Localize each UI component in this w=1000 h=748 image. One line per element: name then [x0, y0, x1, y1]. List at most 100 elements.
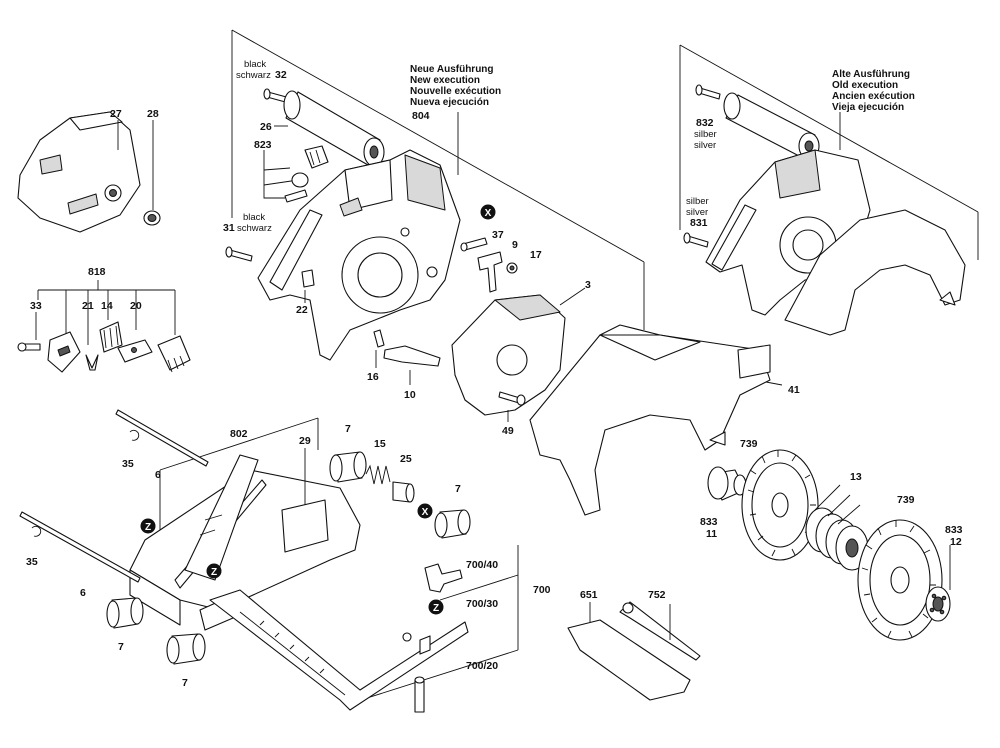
part-labels: black schwarz 32 26 823 black schwarz 31… — [26, 59, 963, 689]
part-700-40-knob — [424, 563, 463, 593]
svg-text:739: 739 — [897, 494, 915, 506]
svg-text:739: 739 — [740, 438, 758, 450]
svg-text:25: 25 — [400, 453, 412, 465]
svg-text:10: 10 — [404, 389, 416, 401]
svg-text:12: 12 — [950, 536, 962, 548]
svg-text:Vieja ejecución: Vieja ejecución — [832, 102, 904, 113]
svg-text:17: 17 — [530, 249, 542, 261]
part-752-key — [619, 601, 701, 661]
part-26-tube — [274, 90, 385, 167]
svg-text:Old execution: Old execution — [832, 80, 898, 91]
part-37-pin — [460, 237, 488, 252]
svg-text:silber: silber — [686, 196, 709, 207]
kit-818 — [17, 280, 191, 373]
part-15-spring — [365, 464, 391, 485]
heading-new-execution: Neue Ausführung New execution Nouvelle e… — [410, 64, 501, 108]
part-25-sleeve — [392, 481, 415, 503]
old-execution-frame — [679, 44, 979, 260]
part-7b-roller — [434, 509, 471, 539]
badge-x1: X — [480, 204, 496, 220]
svg-text:818: 818 — [88, 266, 106, 278]
svg-text:28: 28 — [147, 108, 159, 120]
svg-text:804: 804 — [412, 110, 430, 122]
svg-text:schwarz: schwarz — [236, 70, 271, 81]
svg-text:3: 3 — [585, 279, 591, 291]
part-22-pin — [301, 269, 315, 303]
rail-frame — [344, 545, 519, 706]
svg-text:schwarz: schwarz — [237, 223, 272, 234]
part-28-knob — [143, 120, 161, 226]
svg-text:7: 7 — [118, 641, 124, 653]
part-41-plate — [737, 344, 783, 386]
svg-text:Neue Ausführung: Neue Ausführung — [410, 64, 494, 75]
part-700-rail — [209, 589, 469, 711]
svg-text:Z: Z — [145, 522, 151, 533]
svg-text:black: black — [243, 212, 265, 223]
svg-text:silber: silber — [694, 129, 717, 140]
svg-text:13: 13 — [850, 471, 862, 483]
svg-text:New execution: New execution — [410, 75, 480, 86]
svg-text:35: 35 — [26, 556, 38, 568]
svg-text:Nueva ejecución: Nueva ejecución — [410, 97, 489, 108]
svg-text:22: 22 — [296, 304, 308, 316]
svg-text:16: 16 — [367, 371, 379, 383]
part-6a-rod — [115, 409, 209, 467]
svg-text:41: 41 — [788, 384, 800, 396]
svg-text:35: 35 — [122, 458, 134, 470]
badge-x2: X — [417, 503, 433, 519]
new-execution-frame — [231, 29, 645, 330]
svg-text:831: 831 — [690, 217, 708, 229]
svg-text:7: 7 — [182, 677, 188, 689]
svg-text:32: 32 — [275, 69, 287, 81]
part-3-guard — [451, 287, 586, 416]
part-804-housing — [257, 149, 461, 361]
svg-text:21: 21 — [82, 300, 94, 312]
old-tube — [723, 92, 820, 160]
part-17-screw — [506, 262, 518, 274]
svg-text:Alte Ausführung: Alte Ausführung — [832, 69, 910, 80]
svg-text:49: 49 — [502, 425, 514, 437]
svg-text:20: 20 — [130, 300, 142, 312]
svg-text:Z: Z — [211, 567, 217, 578]
badge-z1: Z — [140, 518, 156, 534]
svg-text:15: 15 — [374, 438, 386, 450]
part-739b-blade — [857, 519, 943, 641]
svg-text:832: 832 — [696, 117, 714, 129]
part-831-screw — [683, 232, 709, 248]
part-7a-roller — [329, 451, 367, 483]
svg-text:823: 823 — [254, 139, 272, 151]
part-10-lever — [383, 345, 441, 385]
svg-text:9: 9 — [512, 239, 518, 251]
part-739a-blade — [741, 449, 819, 561]
svg-text:7: 7 — [345, 423, 351, 435]
svg-text:Ancien exécution: Ancien exécution — [832, 91, 915, 102]
part-802-base — [129, 454, 361, 631]
svg-text:14: 14 — [101, 300, 113, 312]
svg-text:752: 752 — [648, 589, 666, 601]
part-700-20-pin — [414, 676, 425, 713]
heading-old-execution: Alte Ausführung Old execution Ancien exé… — [832, 69, 915, 113]
svg-text:700: 700 — [533, 584, 551, 596]
svg-text:6: 6 — [155, 469, 161, 481]
svg-text:33: 33 — [30, 300, 42, 312]
svg-text:700/30: 700/30 — [466, 598, 498, 610]
part-31-screw — [225, 246, 253, 262]
part-7c-roller — [106, 597, 144, 629]
svg-text:651: 651 — [580, 589, 598, 601]
svg-text:37: 37 — [492, 229, 504, 241]
guard-large-new — [529, 324, 771, 516]
svg-text:700/40: 700/40 — [466, 559, 498, 571]
part-13-spacers — [805, 484, 869, 571]
part-7d-roller — [166, 633, 206, 665]
svg-text:27: 27 — [110, 108, 122, 120]
badge-z3: Z — [428, 599, 444, 615]
svg-text:802: 802 — [230, 428, 248, 440]
part-651-wrench — [567, 602, 691, 701]
svg-text:29: 29 — [299, 435, 311, 447]
part-832-screw — [695, 84, 721, 100]
svg-text:6: 6 — [80, 587, 86, 599]
svg-text:X: X — [485, 208, 492, 219]
svg-text:black: black — [244, 59, 266, 70]
